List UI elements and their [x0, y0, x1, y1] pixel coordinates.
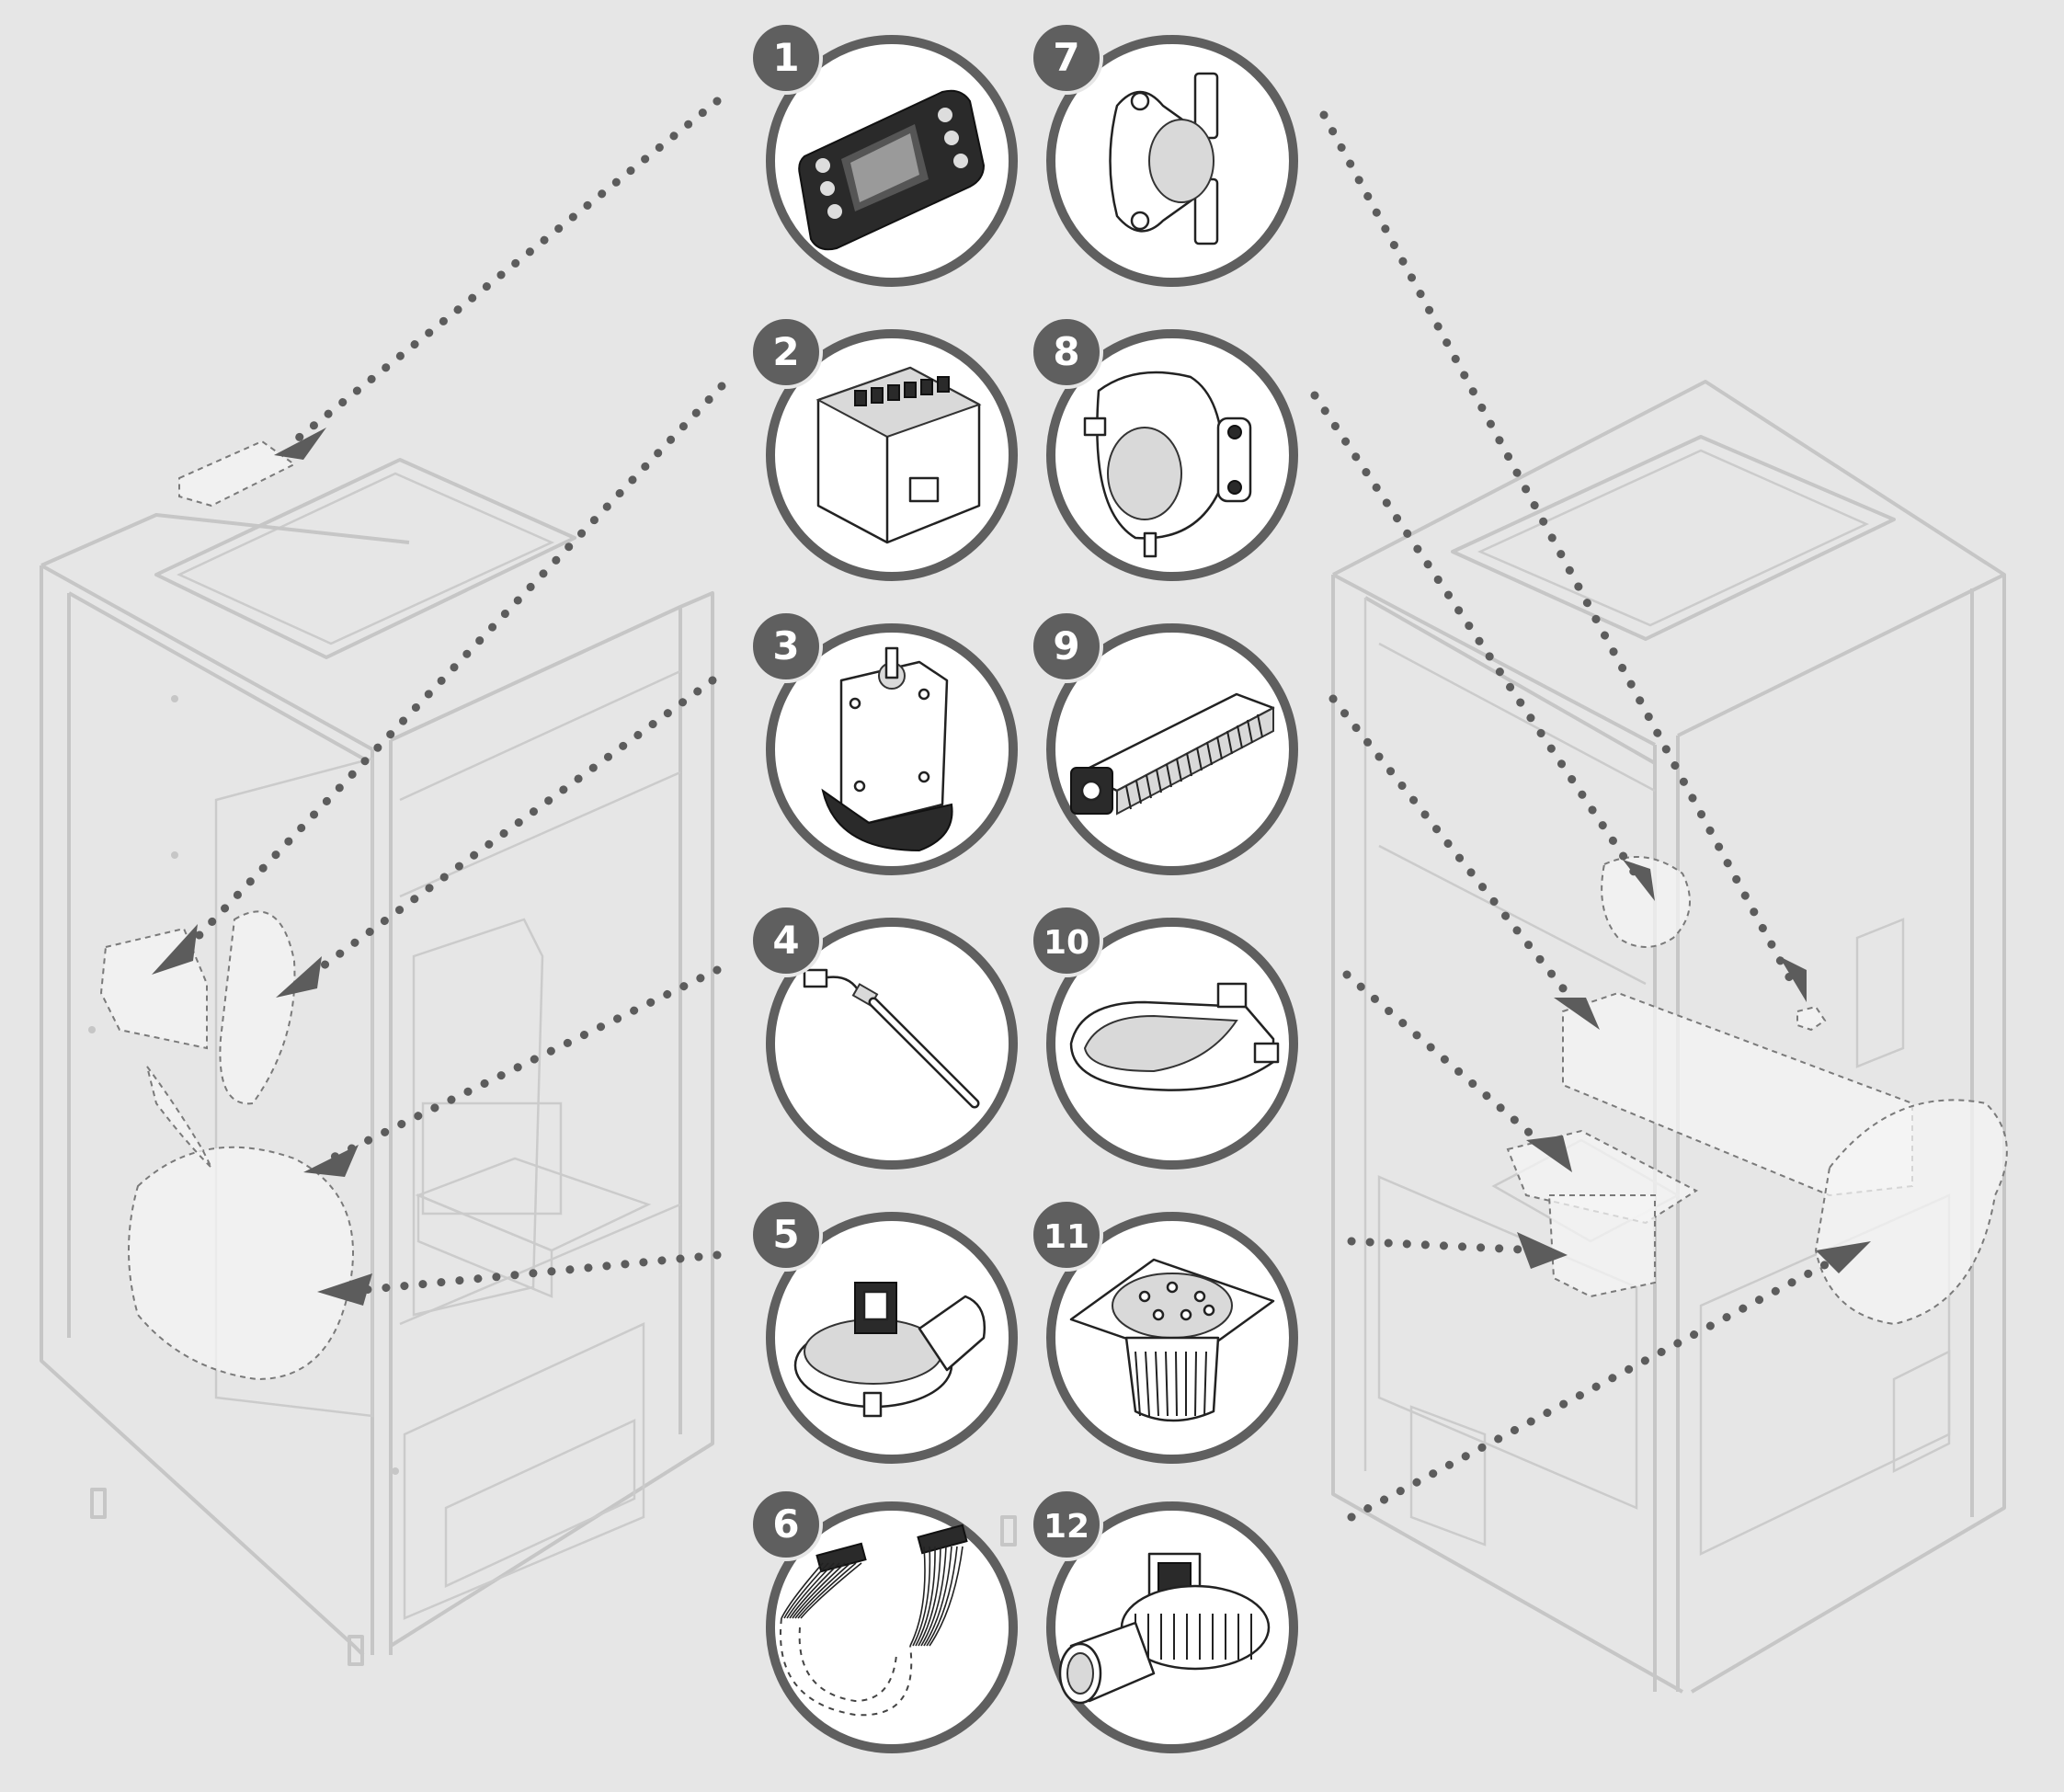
part-6-callout: 6	[749, 1488, 1018, 1753]
burner-pot-icon	[1069, 1258, 1275, 1422]
ghost-pressure-switch	[1601, 856, 1691, 948]
control-panel-icon: INVICTA	[798, 89, 986, 251]
ghost-burner-pot	[1547, 1194, 1656, 1298]
part-2-badge	[749, 315, 823, 389]
gear-motor-icon	[821, 646, 953, 852]
part-10-callout: 10	[1030, 904, 1298, 1170]
electronic-board-icon	[815, 366, 982, 544]
part-number-label: 8	[1053, 329, 1079, 374]
part-5-callout: 5	[749, 1198, 1018, 1464]
leader-arrowheads	[152, 428, 1871, 1306]
part-5-badge	[749, 1198, 823, 1272]
part-number-label: 11	[1043, 1218, 1089, 1256]
part-10-badge	[1030, 904, 1103, 977]
part-12-callout: 12	[1030, 1488, 1298, 1753]
part-number-label: 7	[1053, 35, 1079, 80]
part-7-badge	[1030, 21, 1103, 95]
part-11-callout: 11	[1030, 1198, 1298, 1464]
part-number-label: 2	[772, 329, 799, 374]
part-9-badge	[1030, 610, 1103, 683]
part-7-callout: 7	[1030, 21, 1298, 287]
ghost-gear-motor	[219, 910, 296, 1105]
part-number-label: 3	[772, 623, 799, 668]
part-number-label: 9	[1053, 623, 1079, 668]
flat-cable-icon	[780, 1524, 968, 1717]
ghost-safety-thermostat	[1796, 1005, 1827, 1032]
part-number-label: 12	[1043, 1508, 1089, 1546]
pressure-switch-icon	[1083, 371, 1252, 558]
part-3-callout: 3	[749, 610, 1018, 875]
burner-pot-cover-icon	[1069, 982, 1280, 1091]
part-1-callout: INVICTA 1	[749, 21, 1018, 287]
temperature-probe-icon	[803, 968, 980, 1109]
part-1-badge	[749, 21, 823, 95]
part-number-label: 1	[772, 35, 799, 80]
part-8-badge	[1030, 315, 1103, 389]
part-9-callout: 9	[1030, 610, 1298, 875]
right-stove-frame	[1331, 380, 2008, 1694]
ghost-control-panel	[178, 439, 296, 508]
part-2-callout: 2	[749, 315, 1018, 581]
part-4-badge	[749, 904, 823, 977]
part-4-ring	[766, 918, 1018, 1170]
part-number-label: 10	[1043, 924, 1089, 962]
part-12-badge	[1030, 1488, 1103, 1561]
extractor-fan-icon	[793, 1282, 986, 1418]
leader-lines	[175, 97, 1848, 1522]
part-number-label: 5	[772, 1212, 799, 1257]
convection-fan-icon	[1058, 1552, 1271, 1705]
part-4-callout: 4	[749, 904, 1018, 1170]
part-6-badge	[749, 1488, 823, 1561]
part-number-label: 4	[772, 918, 799, 963]
part-number-label: 6	[772, 1501, 799, 1547]
part-3-badge	[749, 610, 823, 683]
ghost-convection-fan	[1814, 1099, 2008, 1326]
ghost-flat-cable	[146, 1066, 212, 1169]
part-11-badge	[1030, 1198, 1103, 1272]
ghost-extractor-fan	[128, 1146, 354, 1381]
tangential-fan-icon	[1070, 692, 1275, 816]
safety-thermostat-icon	[1109, 72, 1219, 245]
left-stove-frame	[40, 439, 1017, 1666]
part-8-callout: 8	[1030, 315, 1298, 581]
